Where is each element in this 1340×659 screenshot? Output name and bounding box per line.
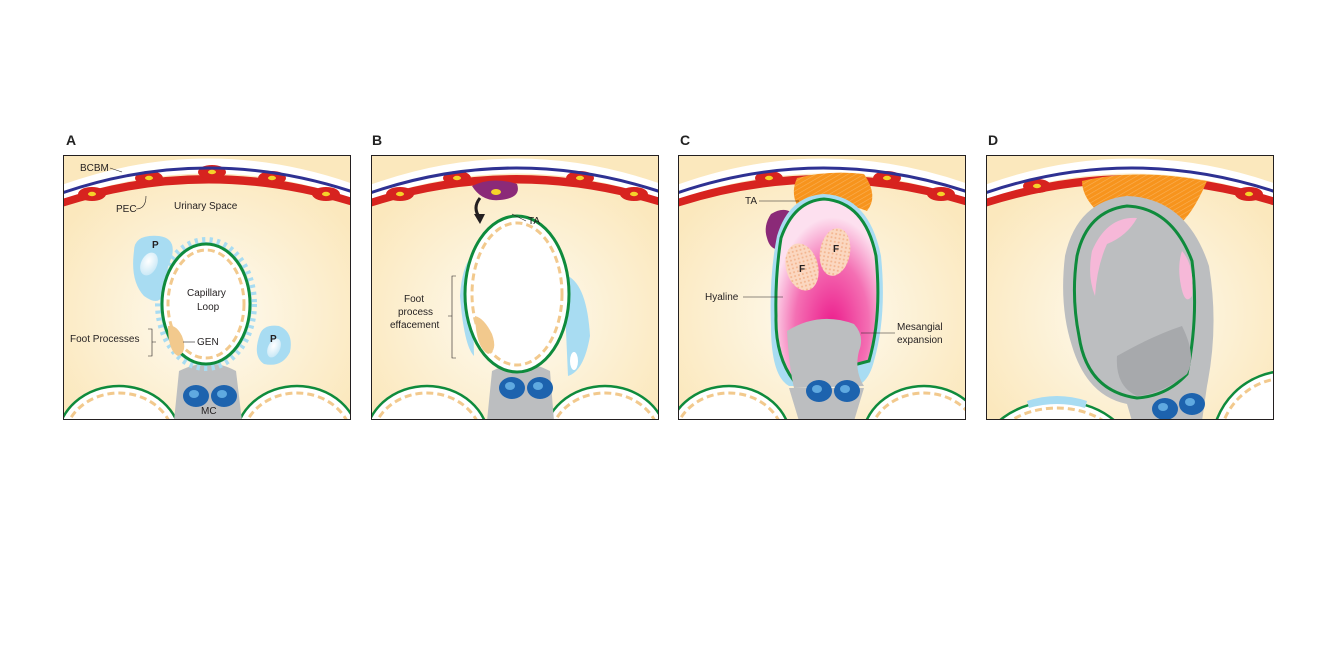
panel-c: TA F F Hyaline Mesangial expansion xyxy=(678,155,966,420)
endothelium xyxy=(470,221,564,367)
label-loop: Loop xyxy=(197,302,220,313)
foot-processes xyxy=(1027,396,1087,408)
bowman-basement-membrane xyxy=(987,166,1273,194)
residual-hyaline-left xyxy=(1090,217,1137,296)
neighbor-loops xyxy=(372,384,658,419)
label-capillary: Capillary xyxy=(187,288,226,299)
label-f1: F xyxy=(799,264,805,275)
effaced-foot-process-right xyxy=(564,276,590,376)
label-p2: P xyxy=(270,334,277,345)
label-fp-line3: effacement xyxy=(390,320,440,331)
pec-nuclei xyxy=(396,175,638,197)
label-ta: TA xyxy=(745,196,757,207)
outside-capsule xyxy=(64,158,350,200)
mesangial-cells xyxy=(499,377,553,399)
panel-a: BCBM PEC Urinary Space P Capillary Loop … xyxy=(63,155,351,420)
bowman-basement-membrane xyxy=(372,166,658,194)
podocyte-1-nucleus xyxy=(140,252,158,276)
pec-nuclei xyxy=(88,169,330,197)
panel-a-diagram: BCBM PEC Urinary Space P Capillary Loop … xyxy=(64,156,350,419)
podocyte-nucleus xyxy=(570,352,578,370)
bcbm-pointer xyxy=(109,167,123,173)
foam-cell-2 xyxy=(819,228,851,276)
label-gen: GEN xyxy=(197,337,219,348)
residual-hyaline-right xyxy=(1179,251,1193,300)
panel-a-letter: A xyxy=(66,132,77,148)
gen-cell xyxy=(168,325,185,356)
panel-b: TA Foot process effacement xyxy=(371,155,659,420)
foam-cell-1 xyxy=(785,243,819,291)
podocyte-2-nucleus xyxy=(267,338,281,358)
migration-arrowhead xyxy=(474,214,485,224)
gen-cell xyxy=(475,316,495,354)
label-mesangial: Mesangial xyxy=(897,322,943,333)
label-f2: F xyxy=(833,244,839,255)
ta-cell-nucleus xyxy=(491,189,501,195)
label-p1: P xyxy=(152,240,159,251)
mesangial-expansion xyxy=(787,318,864,388)
bowman-basement-membrane xyxy=(64,166,350,194)
pec-nuclei xyxy=(765,175,945,197)
mesangial-cells xyxy=(806,380,860,402)
label-fp-line1: Foot xyxy=(404,294,424,305)
outside-capsule xyxy=(679,158,965,200)
mesangial-matrix xyxy=(1116,326,1191,396)
capillary-gbm xyxy=(160,242,252,366)
foot-processes-bracket xyxy=(148,328,156,357)
outside-capsule xyxy=(372,158,658,200)
panel-b-letter: B xyxy=(372,132,383,148)
label-foot-processes: Foot Processes xyxy=(70,334,139,345)
endothelium xyxy=(166,248,246,360)
mesangial-cells xyxy=(1152,393,1205,419)
neighbor-loops xyxy=(64,384,350,419)
label-fp-line2: process xyxy=(398,307,433,318)
pec-nuclei xyxy=(1033,183,1253,197)
ta-pointer xyxy=(511,213,527,222)
panel-d-diagram xyxy=(987,156,1273,419)
neighbor-loops xyxy=(679,384,965,419)
label-bcbm: BCBM xyxy=(80,163,109,174)
fp-bracket xyxy=(448,275,456,359)
panel-c-letter: C xyxy=(680,132,691,148)
label-hyaline: Hyaline xyxy=(705,292,739,303)
panel-d xyxy=(986,155,1274,420)
mesangial-cells xyxy=(183,385,237,407)
panel-b-diagram: TA Foot process effacement xyxy=(372,156,658,419)
label-ta: TA xyxy=(528,216,540,227)
pec-pointer xyxy=(135,195,147,210)
panel-c-diagram: TA F F Hyaline Mesangial expansion xyxy=(679,156,965,419)
label-expansion: expansion xyxy=(897,335,943,346)
capillary-gbm xyxy=(463,214,571,374)
outside-capsule xyxy=(987,158,1273,200)
label-pec: PEC xyxy=(116,204,137,215)
label-mc: MC xyxy=(201,406,217,417)
label-urinary-space: Urinary Space xyxy=(174,201,238,212)
bowman-basement-membrane xyxy=(679,166,965,194)
panel-d-letter: D xyxy=(988,132,999,148)
